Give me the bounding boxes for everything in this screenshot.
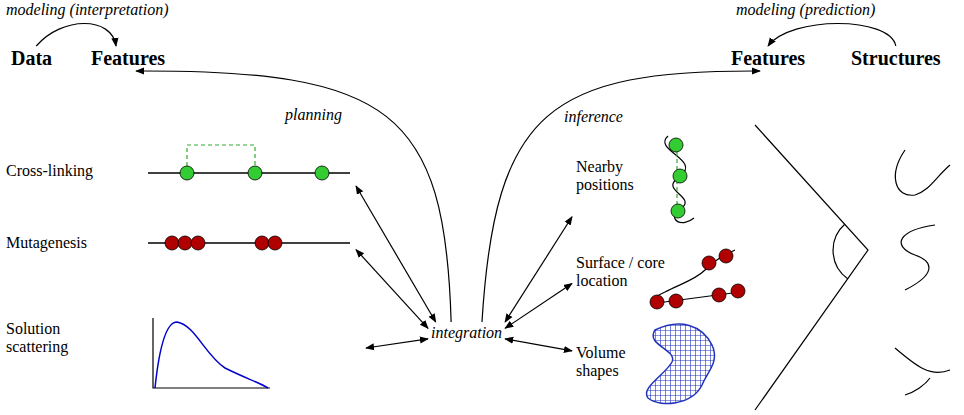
connector-arrow <box>366 339 428 348</box>
figure-stroke <box>895 150 950 195</box>
figure-stroke <box>153 318 270 388</box>
mutagenesis-figure <box>148 236 350 250</box>
figure-stroke <box>165 236 179 250</box>
figure-stroke <box>155 322 268 388</box>
figure-stroke <box>268 236 282 250</box>
figure-stroke <box>255 236 269 250</box>
figure-stroke <box>178 236 192 250</box>
feature-row: Volume shapes <box>572 318 724 412</box>
figure-stroke <box>895 348 950 395</box>
figure-stroke <box>653 250 740 303</box>
figure-stroke <box>665 136 694 223</box>
edge-label: planning <box>283 106 344 124</box>
figure-stroke <box>669 294 683 308</box>
connector-arrow <box>505 284 572 329</box>
node-text: Mutagenesis <box>6 234 87 252</box>
edge-label: modeling (interpretation) <box>4 1 171 19</box>
figure-stroke <box>669 138 683 152</box>
node-text: Solution scattering <box>6 320 86 356</box>
structure-sketches <box>895 150 950 395</box>
figure-stroke <box>702 256 716 270</box>
nearby-figure <box>665 136 694 223</box>
figure-stroke <box>712 288 726 302</box>
figure-stroke <box>248 166 262 180</box>
edge-label: modeling (prediction) <box>734 1 877 19</box>
angle-bracket <box>755 125 868 410</box>
node-text: integration <box>431 323 502 342</box>
method-row: Solution scattering <box>4 312 366 392</box>
connector-arrow <box>36 24 116 47</box>
connector-arrow <box>482 71 760 322</box>
cross-link-figure <box>148 145 350 180</box>
figure-stroke <box>673 169 687 183</box>
header-label: Structures <box>848 46 944 71</box>
figure-stroke <box>191 236 205 250</box>
figure-stroke <box>755 125 868 410</box>
method-row: Cross-linking <box>4 140 356 186</box>
figure-stroke <box>719 249 733 263</box>
edge-label: inference <box>562 108 625 126</box>
figure-stroke <box>901 225 935 290</box>
node-text: Cross-linking <box>6 162 93 180</box>
feature-row: Nearby positions <box>572 134 724 226</box>
figure-stroke <box>180 166 194 180</box>
figure-stroke <box>187 145 255 173</box>
header-label: Features <box>728 46 808 71</box>
scattering-plot <box>153 318 270 388</box>
figure-stroke <box>315 166 329 180</box>
figure-stroke <box>833 224 848 279</box>
node-text: Data <box>11 47 52 70</box>
connector-arrow <box>136 71 451 322</box>
node-text: Features <box>91 47 165 70</box>
node-text: Features <box>731 47 805 70</box>
connector-arrow <box>356 186 436 322</box>
figure-stroke <box>650 295 664 309</box>
feature-row: Surface / core location <box>572 244 748 310</box>
header-label: Data <box>8 46 55 71</box>
connector-arrow <box>768 24 896 47</box>
method-row: Mutagenesis <box>4 230 356 258</box>
volume-blob <box>646 324 714 403</box>
figure-stroke <box>671 204 685 218</box>
connector-arrow <box>505 339 572 351</box>
node-text: Nearby positions <box>576 158 646 194</box>
figure-stroke <box>731 284 745 298</box>
connector-arrow <box>356 250 428 329</box>
header-label: Features <box>88 46 168 71</box>
node-text: Surface / core location <box>576 254 676 290</box>
node-text: Volume shapes <box>576 344 636 380</box>
hub-label: integration <box>428 322 505 343</box>
node-text: Structures <box>851 47 941 70</box>
